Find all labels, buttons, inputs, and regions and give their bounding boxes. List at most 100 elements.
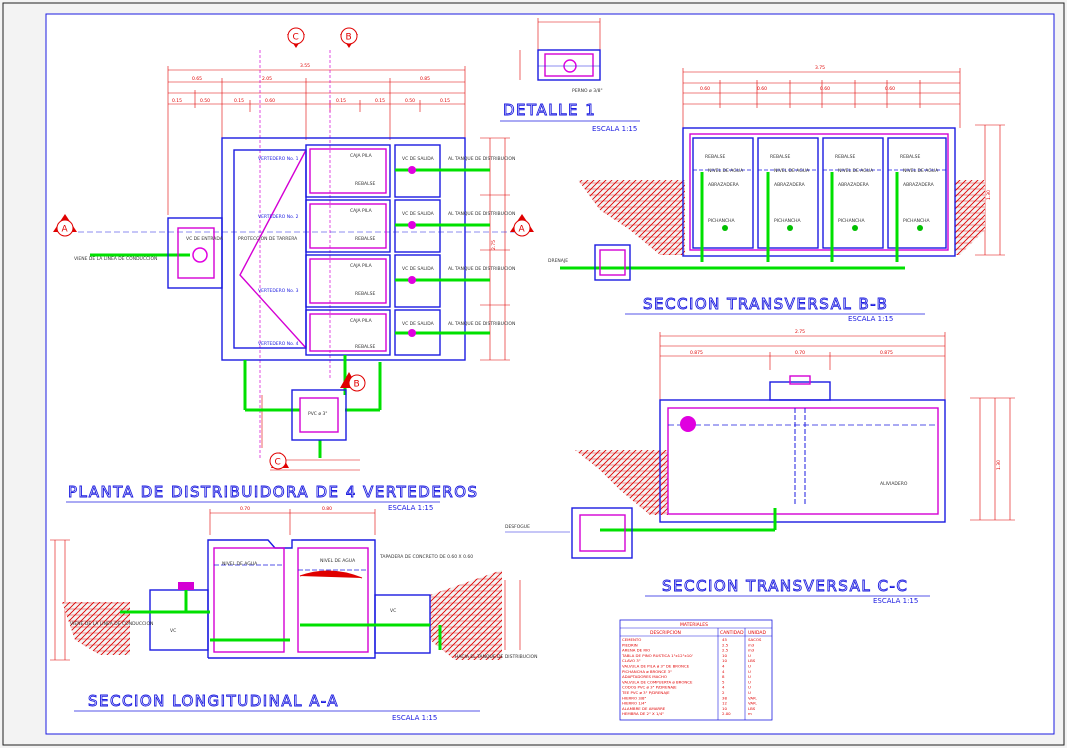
- svg-text:VC DE SALIDA: VC DE SALIDA: [402, 266, 435, 272]
- svg-text:PICHANCHA: PICHANCHA: [774, 218, 802, 224]
- label-vertedero-2: VERTEDERO No. 2: [258, 214, 299, 220]
- title-plan: PLANTA DE DISTRIBUIDORA DE 4 VERTEDEROS: [68, 483, 479, 501]
- materials-title: MATERIALES: [680, 622, 708, 628]
- aa-label-tapadera: TAPADERA DE CONCRETO DE 0.60 X 0.60: [379, 554, 473, 560]
- svg-text:PERNO ø 3/8": PERNO ø 3/8": [572, 88, 603, 94]
- label-vertedero-3: VERTEDERO No. 3: [258, 288, 299, 294]
- materials-cell: U: [748, 690, 751, 695]
- title-detail: DETALLE 1: [503, 101, 596, 119]
- materials-cell: 2.5: [722, 642, 729, 647]
- materials-cell: VALVULA DE PILA ø 3" DE BRONCE: [622, 664, 690, 669]
- detail-1: PERNO ø 3/8" DETALLE 1 ESCALA 1:15: [500, 18, 640, 133]
- svg-text:ABRAZADERA: ABRAZADERA: [838, 182, 870, 188]
- materials-header-qty: CANTIDAD: [720, 630, 744, 636]
- svg-text:B: B: [346, 33, 352, 43]
- materials-cell: HEMBRA DE 2" X 1/4": [622, 711, 664, 716]
- materials-cell: 10: [722, 706, 727, 711]
- svg-text:C: C: [293, 33, 299, 43]
- materials-cell: m: [748, 711, 752, 716]
- aa-dim-2: 0.80: [322, 506, 332, 512]
- label-vc-salida: VC DE SALIDA: [402, 156, 435, 162]
- materials-cell: 38: [722, 695, 727, 700]
- plan-total-dim: 3.55: [300, 63, 310, 69]
- materials-cell: VAR.: [748, 701, 757, 706]
- svg-text:REBALSE: REBALSE: [355, 236, 375, 242]
- svg-text:NIVEL DE AGUA: NIVEL DE AGUA: [903, 168, 939, 174]
- materials-cell: 2.5: [722, 648, 729, 653]
- scale-section-cc: ESCALA 1:15: [873, 597, 918, 605]
- materials-cell: 2: [722, 690, 725, 695]
- materials-cell: 8: [722, 674, 725, 679]
- materials-cell: m3: [748, 642, 755, 647]
- aa-label-nivel: NIVEL DE AGUA: [222, 561, 258, 567]
- scale-section-bb: ESCALA 1:15: [848, 315, 893, 323]
- svg-text:0.15: 0.15: [440, 98, 450, 104]
- svg-text:C: C: [275, 458, 281, 468]
- svg-text:AL TANQUE DE DISTRIBUCION: AL TANQUE DE DISTRIBUCION: [448, 321, 515, 327]
- svg-text:REBALSE: REBALSE: [355, 291, 375, 297]
- section-marker-b-bottom: B: [340, 372, 366, 392]
- aa-dim-1: 0.70: [240, 506, 250, 512]
- materials-cell: TEE PVC ø 3" P/DRENAJE: [621, 690, 670, 695]
- materials-cell: 10: [722, 653, 727, 658]
- svg-text:A: A: [519, 225, 526, 235]
- svg-text:PICHANCHA: PICHANCHA: [838, 218, 866, 224]
- svg-text:0.875: 0.875: [690, 350, 703, 356]
- section-aa: 0.70 0.80 NIVEL DE AGUA NIVEL DE AGUA VC…: [50, 506, 537, 722]
- svg-text:0.15: 0.15: [375, 98, 385, 104]
- svg-text:0.60: 0.60: [700, 86, 710, 92]
- materials-cell: U: [748, 685, 751, 690]
- materials-cell: U: [748, 669, 751, 674]
- svg-text:A: A: [62, 225, 69, 235]
- svg-text:REBALSE: REBALSE: [835, 154, 855, 160]
- svg-text:CAJA PILA: CAJA PILA: [350, 263, 373, 269]
- materials-table: MATERIALES DESCRIPCION CANTIDAD UNIDAD C…: [619, 619, 773, 721]
- section-marker-a-right: A: [510, 214, 534, 237]
- svg-text:VC DE SALIDA: VC DE SALIDA: [402, 321, 435, 327]
- label-al-tanque: AL TANQUE DE DISTRIBUCION: [448, 156, 515, 162]
- bb-label-drenaje: DRENAJE: [548, 258, 568, 264]
- materials-cell: PIEDRIN: [622, 642, 638, 647]
- svg-text:VIENE DE LA LINEA DE CONDUCCIO: VIENE DE LA LINEA DE CONDUCCION: [70, 621, 153, 627]
- svg-text:CAJA PILA: CAJA PILA: [350, 208, 373, 214]
- label-vertedero-4: VERTEDERO No. 4: [258, 341, 299, 347]
- materials-cell: ADAPTADORES MACHO: [622, 674, 667, 679]
- scale-section-aa: ESCALA 1:15: [392, 714, 437, 722]
- svg-text:1.30: 1.30: [996, 460, 1002, 470]
- aa-label-vc: VC: [390, 608, 396, 614]
- label-pvc: PVC ø 3": [308, 411, 327, 417]
- materials-cell: VALVULA DE COMPUERTA ø BRONCE: [622, 679, 693, 684]
- scale-plan: ESCALA 1:15: [388, 504, 433, 512]
- svg-text:ABRAZADERA: ABRAZADERA: [903, 182, 935, 188]
- materials-cell: m3: [748, 648, 755, 653]
- materials-cell: 10: [722, 658, 727, 663]
- svg-text:0.875: 0.875: [880, 350, 893, 356]
- materials-cell: 45: [722, 637, 727, 642]
- svg-text:REBALSE: REBALSE: [770, 154, 790, 160]
- svg-text:0.60: 0.60: [820, 86, 830, 92]
- label-vc-entrada: VC DE ENTRADA: [186, 236, 224, 242]
- svg-text:NIVEL DE AGUA: NIVEL DE AGUA: [774, 168, 810, 174]
- svg-text:PICHANCHA: PICHANCHA: [903, 218, 931, 224]
- title-section-aa: SECCION LONGITUDINAL A-A: [88, 692, 339, 710]
- materials-cell: 4: [722, 664, 725, 669]
- svg-text:2.75: 2.75: [491, 240, 497, 250]
- materials-cell: CODOS PVC ø 3" P/DRENAJE: [622, 685, 677, 690]
- svg-text:B: B: [354, 380, 360, 390]
- materials-header-desc: DESCRIPCION: [650, 630, 681, 636]
- svg-text:NIVEL DE AGUA: NIVEL DE AGUA: [320, 558, 356, 564]
- materials-cell: 2.00: [722, 711, 731, 716]
- materials-cell: ARENA DE RIO: [622, 648, 650, 653]
- materials-cell: HIERRO 1/4": [622, 701, 646, 706]
- label-viene-linea: VIENE DE LA LINEA DE CONDUCCION: [74, 256, 157, 262]
- svg-text:0.60: 0.60: [757, 86, 767, 92]
- materials-cell: U: [748, 664, 751, 669]
- svg-text:VC DE SALIDA: VC DE SALIDA: [402, 211, 435, 217]
- section-bb: 3.75 0.60 0.60 0.60 0.60 1.30: [548, 65, 1005, 323]
- svg-text:0.15: 0.15: [172, 98, 182, 104]
- svg-text:0.65: 0.65: [192, 76, 202, 82]
- materials-cell: 12: [722, 701, 727, 706]
